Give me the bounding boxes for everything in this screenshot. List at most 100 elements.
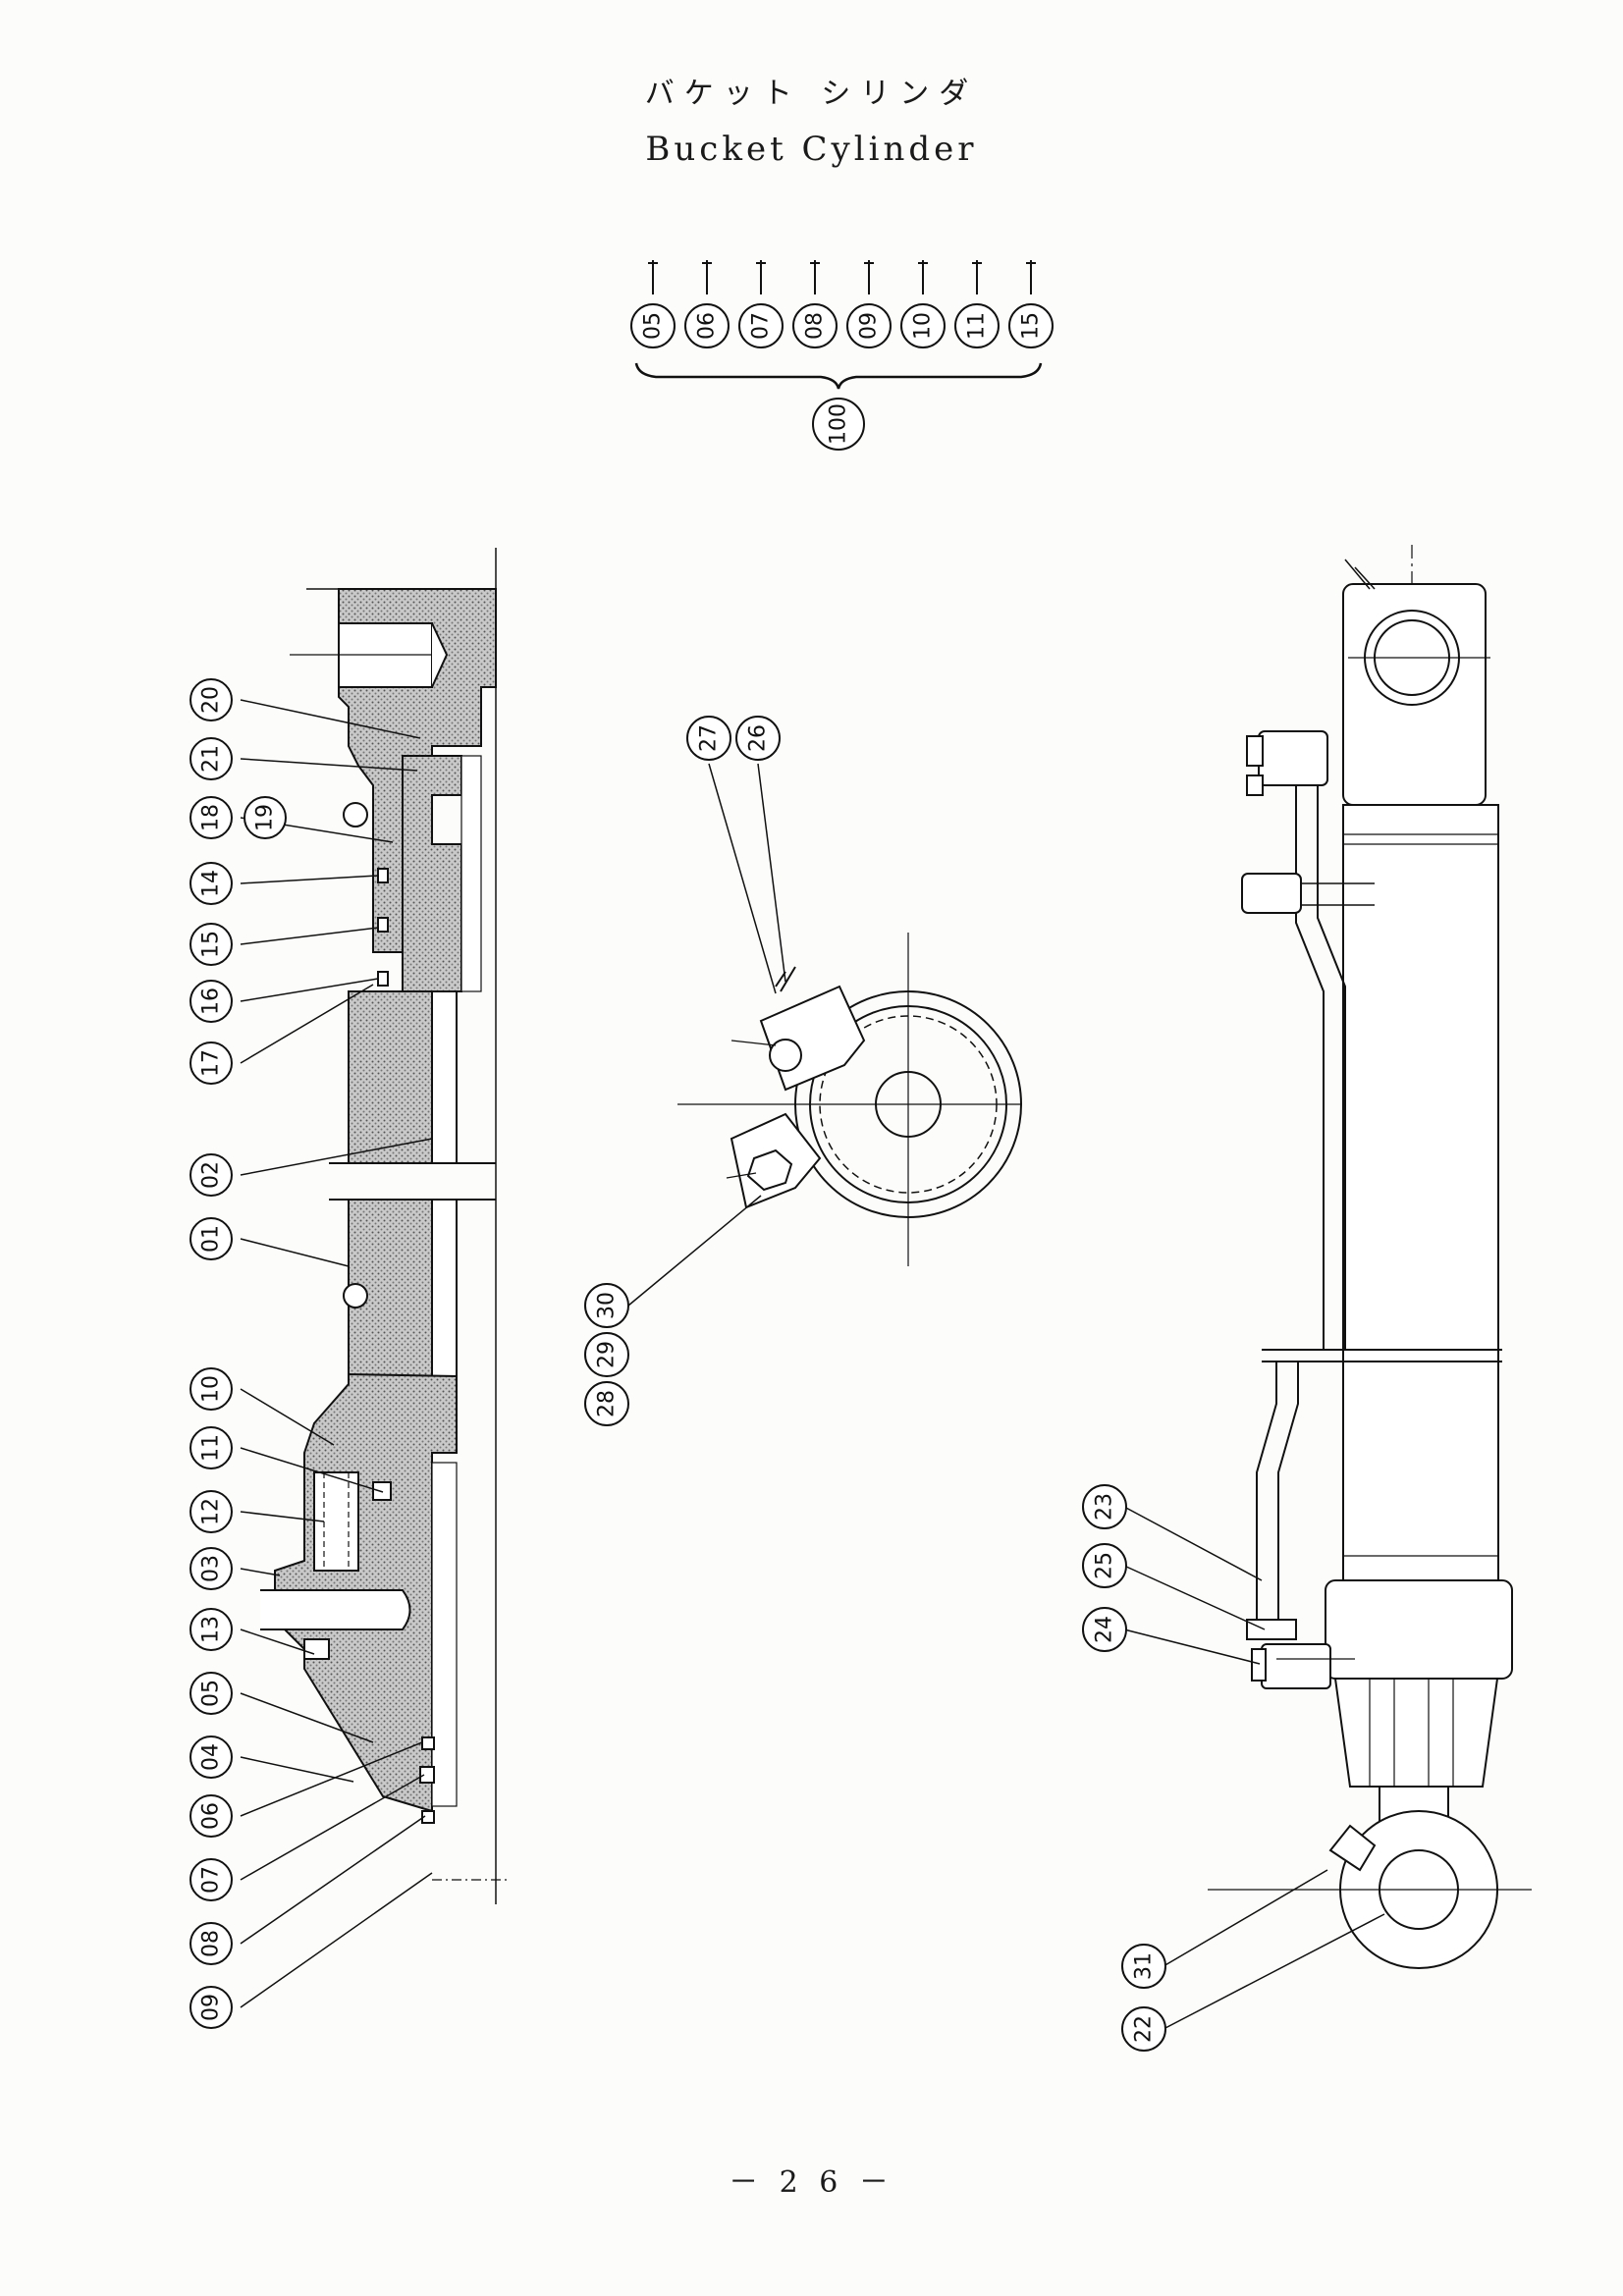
- svg-text:09: 09: [199, 1994, 224, 2021]
- svg-text:05: 05: [641, 312, 666, 340]
- assembly-part-05: 05: [630, 303, 676, 348]
- svg-text:06: 06: [695, 312, 720, 340]
- svg-text:05: 05: [199, 1680, 224, 1707]
- svg-text:11: 11: [965, 312, 990, 340]
- svg-text:28: 28: [595, 1390, 620, 1417]
- assembly-part-09: 09: [846, 303, 892, 348]
- end-callout-28: 28: [584, 1381, 629, 1426]
- svg-text:15: 15: [1019, 312, 1044, 340]
- assembly-part-10: 10: [900, 303, 946, 348]
- svg-text:08: 08: [803, 312, 828, 340]
- assembly-brace: [634, 362, 1043, 390]
- assembly-part-08: 08: [792, 303, 838, 348]
- assembly-part-11: 11: [954, 303, 1000, 348]
- svg-text:06: 06: [199, 1802, 224, 1830]
- end-leaders: [627, 763, 786, 1307]
- assembly-group-100: 100: [812, 398, 865, 451]
- side-callout-25: 25: [1082, 1543, 1127, 1588]
- cylinder-barrel: [1342, 804, 1499, 1581]
- svg-text:10: 10: [199, 1375, 224, 1403]
- page-number: － 2 6 －: [729, 2165, 894, 2200]
- svg-text:09: 09: [857, 312, 882, 340]
- section-callout-21: 21: [189, 737, 233, 780]
- assembly-tilde-mark: [648, 260, 658, 294]
- assembly-tilde-mark: [864, 260, 874, 294]
- svg-text:27: 27: [697, 724, 722, 752]
- svg-text:04: 04: [199, 1743, 224, 1771]
- end-callout-30: 30: [584, 1283, 629, 1328]
- svg-text:25: 25: [1093, 1552, 1117, 1579]
- section-callout-07: 07: [189, 1858, 233, 1901]
- svg-text:02: 02: [199, 1161, 224, 1189]
- assembly-part-15: 15: [1008, 303, 1054, 348]
- svg-text:13: 13: [199, 1616, 224, 1643]
- title-japanese: バケット シリンダ: [644, 77, 979, 111]
- svg-text:19: 19: [253, 804, 278, 831]
- section-callout-13: 13: [189, 1608, 233, 1651]
- svg-text:26: 26: [746, 724, 771, 752]
- svg-text:22: 22: [1132, 2015, 1157, 2043]
- svg-text:10: 10: [911, 312, 936, 340]
- section-callout-12: 12: [189, 1490, 233, 1533]
- assembly-tilde-mark: [972, 260, 982, 294]
- section-callout-15: 15: [189, 923, 233, 966]
- section-callout-18: 18: [189, 796, 233, 839]
- section-callout-11: 11: [189, 1426, 233, 1469]
- section-callout-02: 02: [189, 1153, 233, 1197]
- svg-text:21: 21: [199, 745, 224, 773]
- end-callout-27: 27: [686, 716, 731, 761]
- section-callout-16: 16: [189, 980, 233, 1023]
- end-outer-ring: [794, 990, 1022, 1218]
- side-callout-24: 24: [1082, 1607, 1127, 1652]
- section-callout-04: 04: [189, 1735, 233, 1779]
- end-bore: [875, 1071, 942, 1138]
- end-callout-26: 26: [735, 716, 781, 761]
- svg-text:29: 29: [595, 1341, 620, 1368]
- section-callout-01: 01: [189, 1217, 233, 1260]
- svg-text:31: 31: [1132, 1952, 1157, 1980]
- side-callout-23: 23: [1082, 1484, 1127, 1529]
- svg-text:14: 14: [199, 870, 224, 897]
- section-callout-20: 20: [189, 678, 233, 721]
- title-english: Bucket Cylinder: [645, 130, 978, 169]
- svg-text:01: 01: [199, 1225, 224, 1253]
- svg-text:11: 11: [199, 1434, 224, 1462]
- section-callout-03: 03: [189, 1547, 233, 1590]
- side-view: [1208, 545, 1532, 1969]
- svg-text:15: 15: [199, 931, 224, 958]
- section-callout-05: 05: [189, 1672, 233, 1715]
- svg-text:17: 17: [199, 1049, 224, 1077]
- assembly-tilde-mark: [1026, 260, 1036, 294]
- end-view: [677, 933, 1022, 1266]
- svg-text:07: 07: [749, 312, 774, 340]
- svg-text:24: 24: [1093, 1616, 1117, 1643]
- assembly-part-07: 07: [738, 303, 784, 348]
- section-callout-10: 10: [189, 1367, 233, 1411]
- svg-text:07: 07: [199, 1866, 224, 1894]
- svg-text:30: 30: [595, 1292, 620, 1319]
- end-callout-29: 29: [584, 1332, 629, 1377]
- assembly-tilde-mark: [702, 260, 712, 294]
- section-callout-06: 06: [189, 1794, 233, 1838]
- assembly-group: [634, 362, 1043, 390]
- side-callout-31: 31: [1121, 1944, 1166, 1989]
- svg-text:12: 12: [199, 1498, 224, 1525]
- side-callout-22: 22: [1121, 2006, 1166, 2052]
- assembly-part-06: 06: [684, 303, 730, 348]
- section-callout-08: 08: [189, 1922, 233, 1965]
- callouts: 05 06 07 08 09 10 11 15 100 20 21 18 19 14 15 16 17 02 01 1…: [189, 260, 1166, 2052]
- section-view: [260, 548, 511, 1904]
- svg-text:08: 08: [199, 1930, 224, 1957]
- svg-text:23: 23: [1093, 1493, 1117, 1521]
- svg-text:03: 03: [199, 1555, 224, 1582]
- svg-text:16: 16: [199, 988, 224, 1015]
- assembly-tilde-mark: [756, 260, 766, 294]
- section-callout-14: 14: [189, 862, 233, 905]
- section-callout-09: 09: [189, 1986, 233, 2029]
- assembly-tilde-mark: [918, 260, 928, 294]
- svg-text:100: 100: [827, 403, 851, 445]
- side-leaders: [1123, 1506, 1385, 2030]
- assembly-tilde-mark: [810, 260, 820, 294]
